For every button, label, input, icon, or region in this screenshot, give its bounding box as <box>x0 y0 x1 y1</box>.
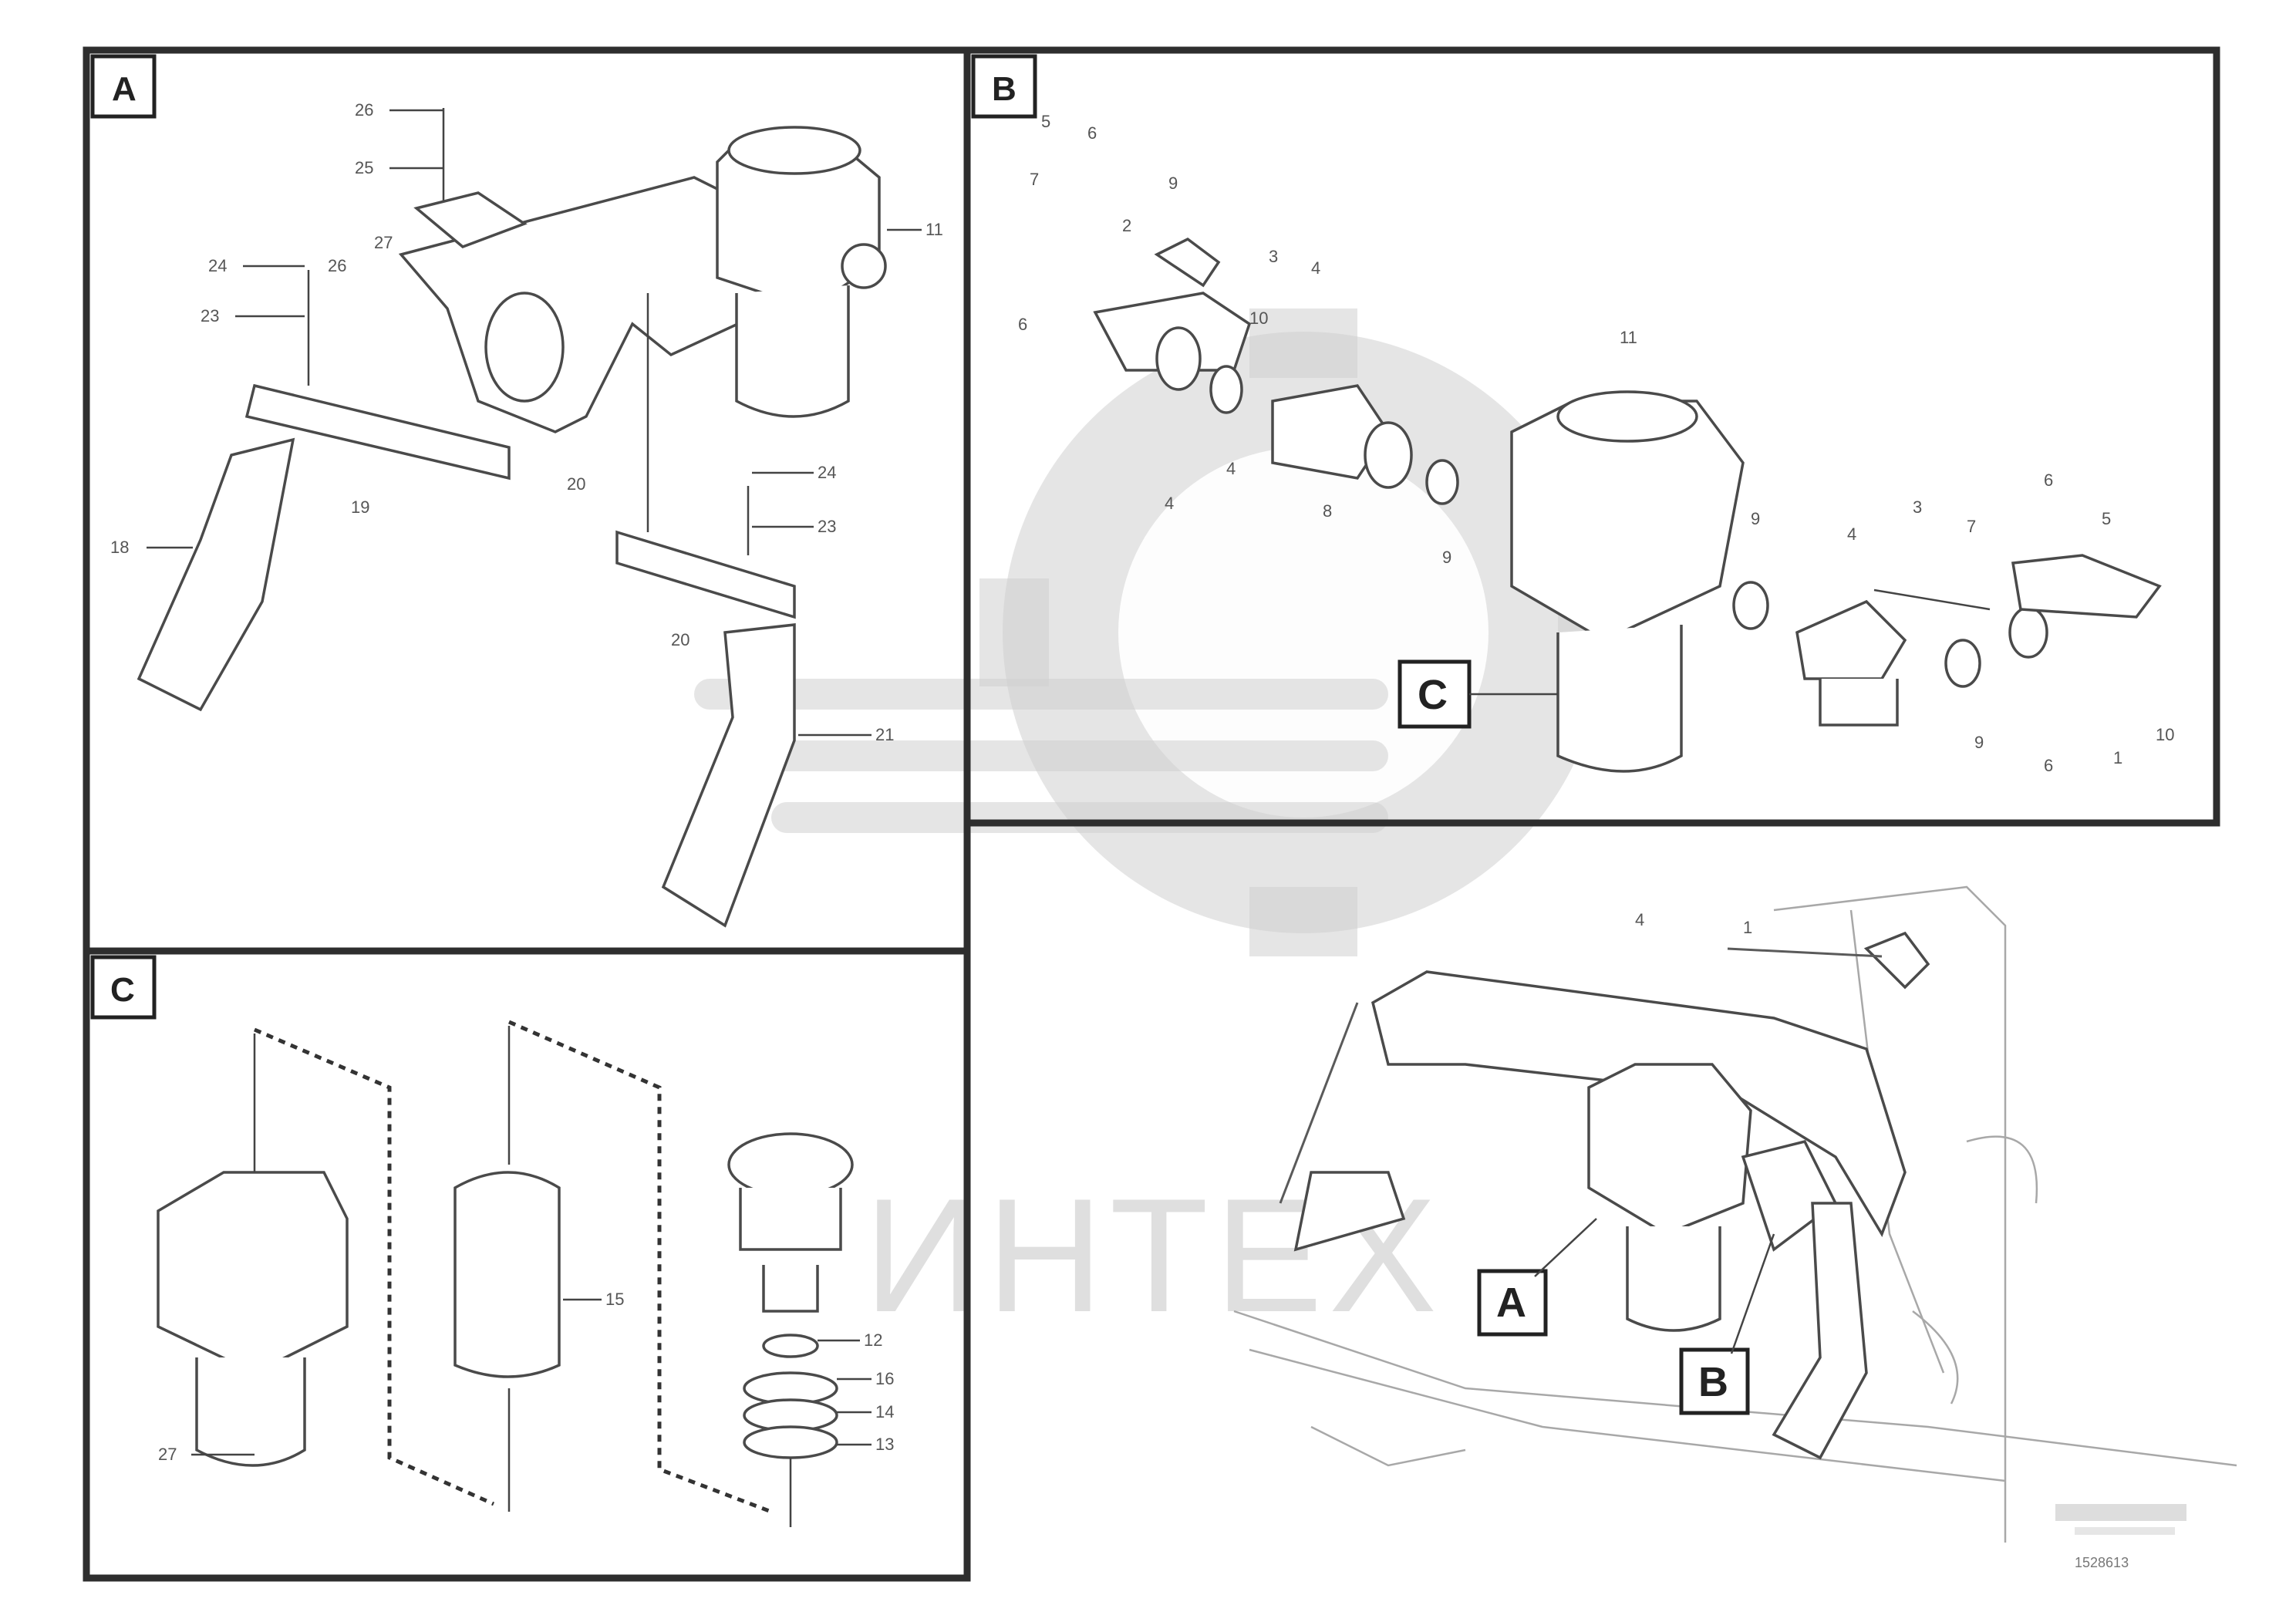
svg-text:10: 10 <box>1249 309 1268 328</box>
svg-text:18: 18 <box>110 538 129 557</box>
svg-text:8: 8 <box>1323 501 1332 521</box>
svg-text:24: 24 <box>208 256 227 275</box>
svg-text:6: 6 <box>2044 470 2053 490</box>
panel-c-drawing: 27 15 12 16 14 13 <box>157 1020 894 1527</box>
svg-text:7: 7 <box>1030 170 1039 189</box>
svg-text:5: 5 <box>1041 112 1050 131</box>
svg-text:4: 4 <box>1165 494 1174 513</box>
svg-text:9: 9 <box>1974 733 1984 752</box>
overview-drawing: A B 4 1 1528613 <box>1233 885 2237 1570</box>
svg-text:14: 14 <box>875 1402 894 1421</box>
svg-text:1: 1 <box>2113 748 2122 767</box>
svg-text:11: 11 <box>1620 328 1637 347</box>
svg-text:6: 6 <box>1018 315 1027 334</box>
svg-text:21: 21 <box>875 725 894 744</box>
svg-text:4: 4 <box>1847 524 1856 544</box>
panel-b-letter: B <box>971 54 1037 119</box>
drawing-code: 1528613 <box>2075 1555 2129 1570</box>
svg-text:23: 23 <box>818 517 836 536</box>
svg-text:9: 9 <box>1442 548 1451 567</box>
panel-b-drawing: C 5 6 7 9 2 6 3 4 10 11 4 4 8 9 9 4 3 7 … <box>1018 112 2174 775</box>
svg-text:12: 12 <box>864 1330 882 1350</box>
svg-text:9: 9 <box>1751 509 1760 528</box>
panel-a-letter: A <box>90 54 157 119</box>
panel-b-frame <box>963 46 2220 827</box>
svg-text:13: 13 <box>875 1435 894 1454</box>
svg-text:20: 20 <box>671 630 689 649</box>
svg-text:A: A <box>1496 1280 1526 1326</box>
svg-text:3: 3 <box>1913 497 1922 517</box>
svg-text:B: B <box>992 70 1017 108</box>
svg-text:27: 27 <box>374 233 393 252</box>
svg-text:4: 4 <box>1226 459 1236 478</box>
svg-text:11: 11 <box>925 220 943 239</box>
svg-text:25: 25 <box>355 158 373 177</box>
svg-text:A: A <box>112 70 137 108</box>
svg-text:16: 16 <box>875 1369 894 1388</box>
svg-text:10: 10 <box>2156 725 2174 744</box>
svg-text:9: 9 <box>1168 174 1178 193</box>
svg-text:7: 7 <box>1967 517 1976 536</box>
svg-text:4: 4 <box>1311 258 1320 278</box>
svg-text:19: 19 <box>351 497 369 517</box>
svg-text:5: 5 <box>2102 509 2111 528</box>
svg-text:26: 26 <box>328 256 346 275</box>
svg-text:26: 26 <box>355 100 373 120</box>
svg-text:27: 27 <box>158 1445 177 1464</box>
svg-text:4: 4 <box>1635 910 1644 929</box>
svg-text:15: 15 <box>605 1290 624 1309</box>
overview-callout-b-box: B <box>1679 1347 1750 1415</box>
panel-c-frame <box>83 947 971 1582</box>
panel-a-drawing: 26 25 24 26 23 27 11 19 20 18 24 23 20 2… <box>110 100 943 928</box>
overview-callout-a-box: A <box>1477 1269 1548 1337</box>
svg-text:1: 1 <box>1743 918 1752 937</box>
svg-text:6: 6 <box>1087 123 1097 143</box>
svg-text:6: 6 <box>2044 756 2053 775</box>
svg-text:C: C <box>1418 672 1448 718</box>
svg-text:23: 23 <box>201 306 219 325</box>
svg-text:C: C <box>110 971 135 1009</box>
svg-text:24: 24 <box>818 463 836 482</box>
panel-c-letter: C <box>90 955 157 1020</box>
svg-text:3: 3 <box>1269 247 1278 266</box>
callout-c-box: C <box>1397 659 1472 729</box>
svg-text:B: B <box>1698 1359 1728 1405</box>
svg-text:20: 20 <box>567 474 585 494</box>
svg-text:2: 2 <box>1122 216 1131 235</box>
